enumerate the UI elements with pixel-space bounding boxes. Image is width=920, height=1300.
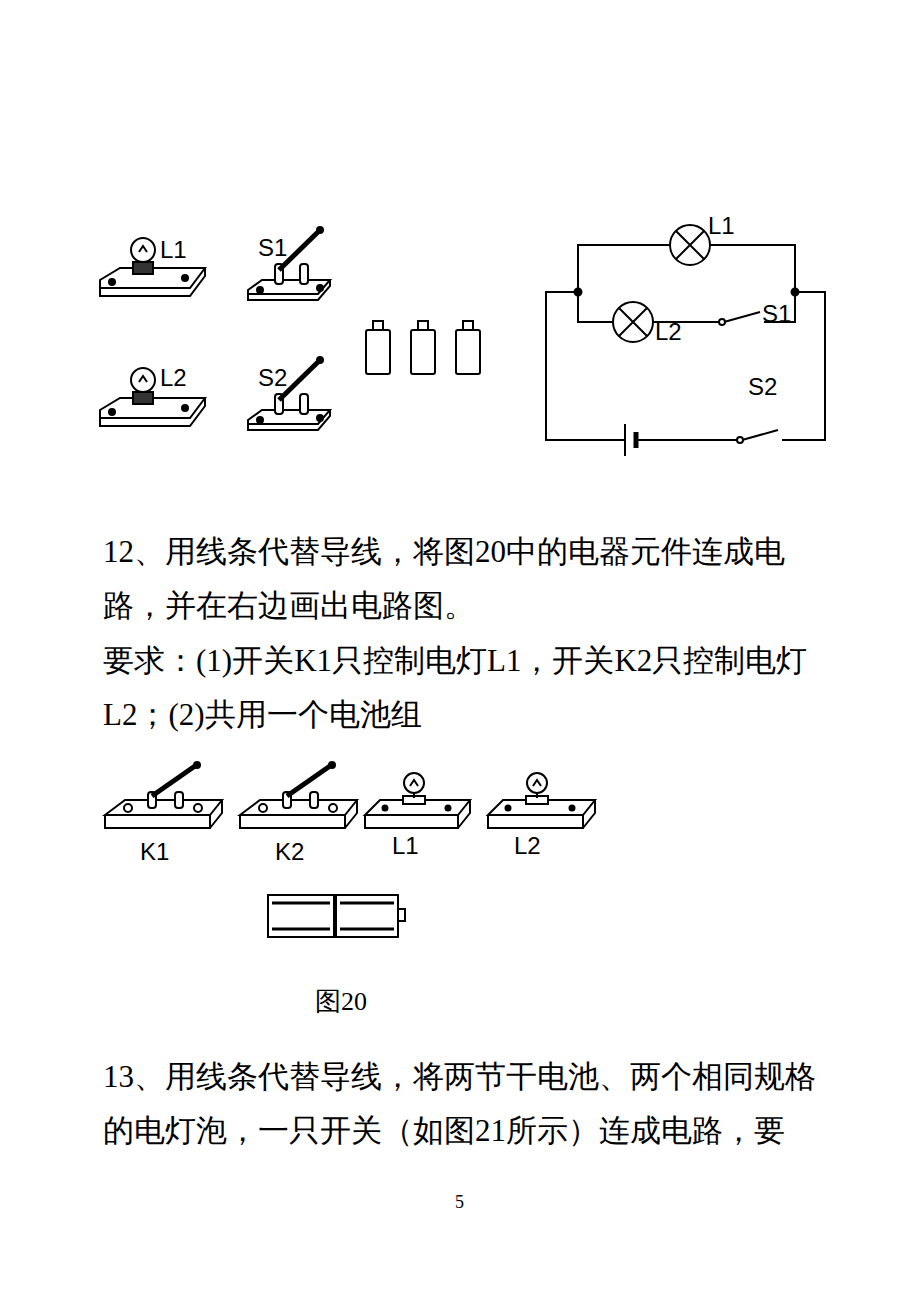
lamp-board	[488, 773, 595, 828]
part-label: L1	[160, 236, 187, 264]
question-text: 12、用线条代替导线，将图20中的电器元件连成电路，并在右边画出电路图。	[103, 525, 833, 633]
part-label: L2	[655, 318, 682, 346]
part-label: K1	[140, 838, 169, 866]
battery-pack	[268, 895, 405, 937]
requirement-text: 要求：(1)开关K1只控制电灯L1，开关K2只控制电灯L2；(2)共用一个电池组	[103, 634, 833, 742]
part-label: S2	[748, 373, 777, 401]
part-label: S2	[258, 364, 287, 392]
page-number: 5	[455, 1192, 464, 1213]
part-label: S1	[762, 300, 791, 328]
knife-switch	[248, 227, 330, 300]
part-label: K2	[275, 838, 304, 866]
lamp-board	[365, 773, 470, 828]
part-label: S1	[258, 234, 287, 262]
knife-switch	[105, 762, 222, 828]
figure-caption: 图20	[315, 984, 367, 1019]
knife-switch	[248, 357, 330, 430]
lamp-board	[100, 238, 205, 296]
part-label: L2	[160, 364, 187, 392]
knife-switch	[240, 762, 357, 828]
battery-cell	[366, 321, 480, 374]
part-label: L1	[392, 832, 419, 860]
circuit-schematic	[546, 225, 825, 456]
lamp-board	[100, 368, 205, 426]
part-label: L2	[514, 832, 541, 860]
question-text: 13、用线条代替导线，将两节干电池、两个相同规格的电灯泡，一只开关（如图21所示…	[103, 1050, 833, 1158]
part-label: L1	[708, 212, 735, 240]
